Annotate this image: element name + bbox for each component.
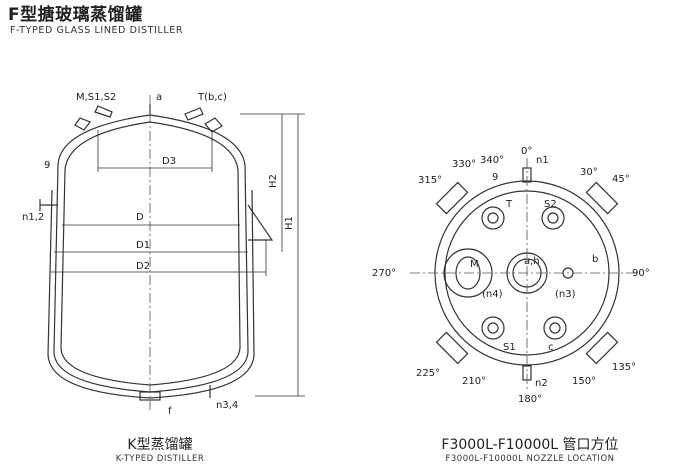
angle-90: 90° — [632, 268, 650, 279]
label-side-9: 9 — [44, 160, 50, 171]
right-caption-cn: F3000L-F10000L 管口方位 — [441, 437, 619, 453]
page-subtitle: F-TYPED GLASS LINED DISTILLER — [10, 25, 184, 36]
angle-270: 270° — [372, 268, 396, 279]
right-caption-en: F3000L-F10000L NOZZLE LOCATION — [445, 454, 615, 464]
nozzle-label-t: T — [505, 199, 513, 210]
angle-135: 135° — [612, 362, 636, 373]
dim-label-d3: D3 — [162, 156, 176, 167]
angle-340: 340° — [480, 155, 504, 166]
nozzle-label-ah: a,h — [524, 256, 540, 267]
support-lug-315 — [435, 181, 469, 215]
top-left-nozzle — [74, 105, 113, 131]
nozzle-c-inner — [549, 322, 561, 334]
angle-0: 0° — [521, 146, 532, 157]
angle-315: 315° — [418, 175, 442, 186]
dim-label-d2: D2 — [136, 261, 150, 272]
support-lug-135 — [585, 331, 619, 365]
nozzle-label-s1: S1 — [503, 342, 516, 353]
nozzle-label-c: c — [548, 342, 554, 353]
nozzle-label-n3: (n3) — [555, 289, 576, 300]
nozzle-label-n4: (n4) — [482, 289, 503, 300]
angle-330: 330° — [452, 159, 476, 170]
angle-45: 45° — [612, 174, 630, 185]
left-caption-en: K-TYPED DISTILLER — [115, 454, 205, 464]
nozzle-label-b: b — [592, 254, 598, 265]
nozzle-s1-circle — [481, 316, 505, 340]
nozzle-t-inner — [487, 212, 499, 224]
label-top-right-nozzle: T(b,c) — [197, 92, 227, 103]
nozzle-label-9: 9 — [492, 172, 498, 183]
angle-30: 30° — [580, 167, 598, 178]
left-caption-cn: K型蒸馏罐 — [127, 437, 193, 453]
angle-225: 225° — [416, 368, 440, 379]
dim-label-d: D — [136, 212, 144, 223]
nozzle-c-circle — [543, 316, 567, 340]
vessel-outer-shell — [53, 114, 249, 393]
top-right-nozzle — [184, 107, 223, 133]
label-bottom-f: f — [168, 406, 172, 417]
support-lug-225 — [435, 331, 469, 365]
nozzle-label-m: M — [470, 259, 479, 270]
vessel-inner-shell — [60, 121, 241, 386]
page-title: F型搪玻璃蒸馏罐 — [8, 5, 143, 25]
label-side-n12: n1,2 — [22, 212, 44, 223]
label-top-center: a — [156, 92, 162, 103]
nozzle-label-s2: S2 — [544, 199, 557, 210]
nozzle-label-n1: n1 — [536, 155, 549, 166]
angle-180: 180° — [518, 394, 542, 405]
label-top-left-nozzles: M,S1,S2 — [76, 92, 116, 103]
support-lug — [247, 204, 274, 241]
angle-210: 210° — [462, 376, 486, 387]
nozzle-t-circle — [481, 206, 505, 230]
dim-label-d1: D1 — [136, 240, 150, 251]
dim-label-h2: H2 — [268, 174, 279, 188]
nozzle-s2-circle — [541, 206, 565, 230]
angle-150: 150° — [572, 376, 596, 387]
nozzle-s1-inner — [487, 322, 499, 334]
nozzle-s2-inner — [547, 212, 559, 224]
nozzle-label-n2: n2 — [535, 378, 548, 389]
support-lug-45 — [585, 181, 619, 215]
label-bottom-n34: n3,4 — [216, 400, 238, 411]
dim-label-h1: H1 — [284, 216, 295, 230]
